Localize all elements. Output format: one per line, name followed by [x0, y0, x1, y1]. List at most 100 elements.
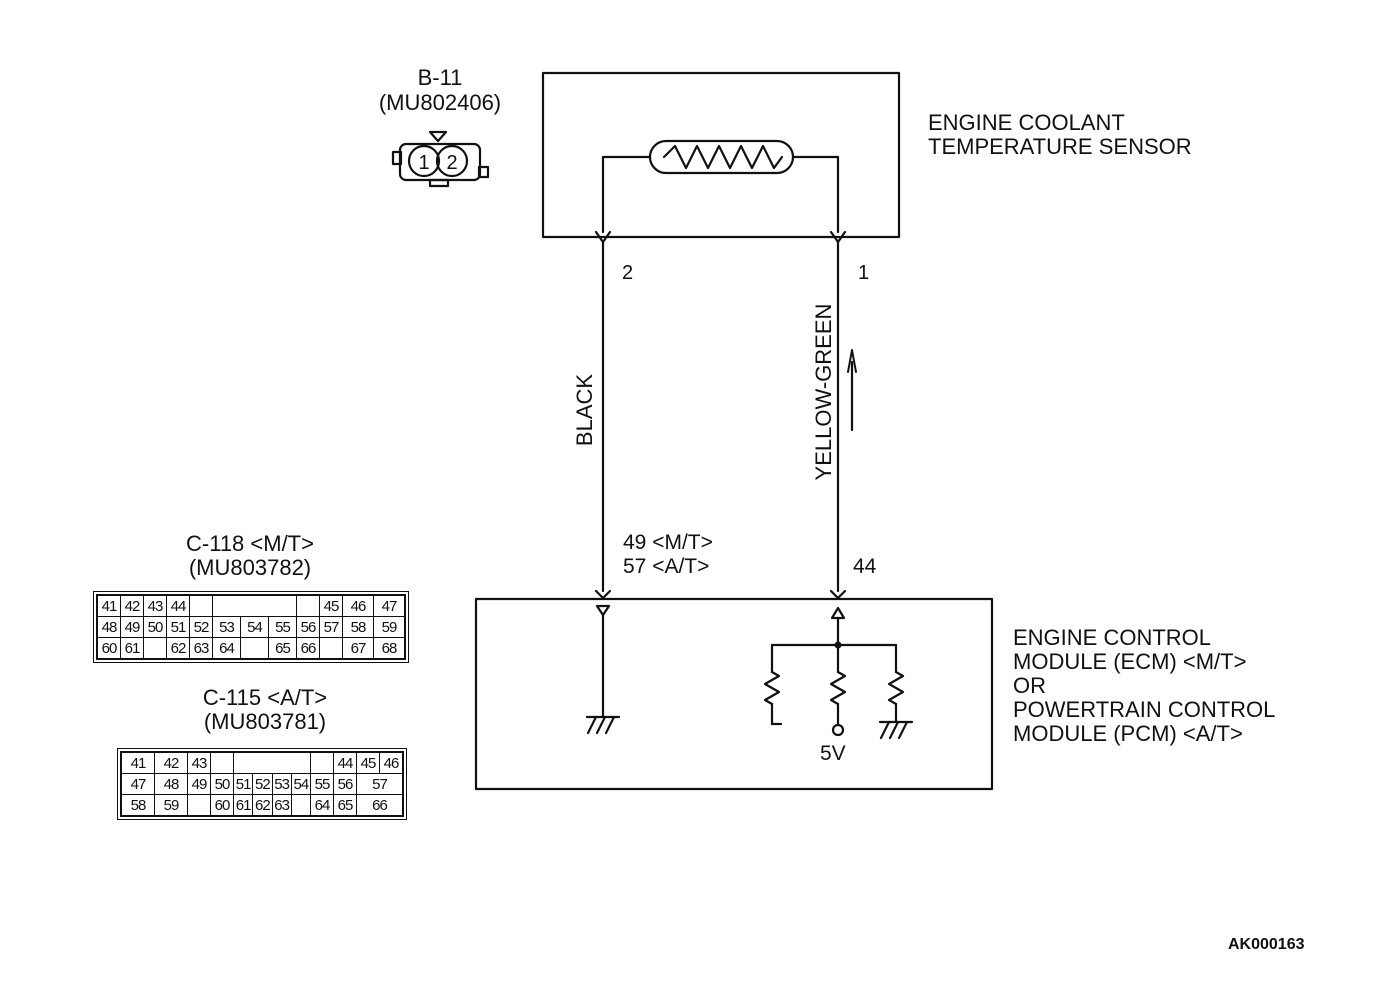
wire-color-black: BLACK: [572, 373, 597, 447]
figure-code: AK000163: [1228, 936, 1305, 953]
c118-cell: 41: [96, 594, 121, 617]
c115-cell: [210, 752, 234, 774]
c118-cell: 45: [319, 594, 343, 617]
ecm-pin-left-mt: 49 <M/T>: [623, 531, 713, 554]
c118-cell: 68: [373, 637, 406, 660]
c118-key: [212, 594, 297, 617]
c118-row: 41 42 43 44 45 46 47: [96, 594, 406, 617]
c118-cell: 66: [296, 637, 320, 660]
c115-cell: 58: [120, 794, 155, 817]
c115-cell: 45: [356, 751, 380, 774]
c118-cell: 54: [240, 616, 269, 638]
ecm-pin-left-at: 57 <A/T>: [623, 555, 710, 578]
thermistor: [648, 139, 795, 175]
c115-connector-face: 41 42 43 44 45 46 47 48 49 50 51 52 53 5…: [117, 748, 407, 820]
b11-part-number: (MU802406): [378, 90, 502, 115]
sensor-terminal-1: 1: [858, 262, 870, 284]
ecm-label-line1: ENGINE CONTROL: [1013, 625, 1212, 650]
sensor-label-line1: ENGINE COOLANT: [928, 110, 1125, 135]
c115-cell: 53: [271, 773, 292, 795]
sensor-terminal-2: 2: [622, 262, 634, 284]
c118-cell: 51: [166, 616, 190, 638]
c118-cell: 56: [296, 616, 320, 638]
c118-cell: 47: [373, 594, 406, 617]
c115-cell: 42: [154, 751, 188, 774]
sensor-box: [541, 71, 901, 239]
c115-cell: 60: [210, 794, 234, 817]
ecm-label-line2: MODULE (ECM) <M/T>: [1013, 649, 1247, 674]
wire-color-yellow-green: YELLOW-GREEN: [811, 303, 836, 481]
c115-cell: [310, 752, 334, 774]
thermistor-zigzag: [662, 144, 784, 170]
ecm-box: [474, 597, 994, 791]
c118-cell: 44: [166, 594, 190, 617]
c115-cell: 48: [154, 773, 188, 795]
c118-cell: 57: [319, 616, 343, 638]
c118-cell: 65: [268, 637, 297, 660]
ecm-pin-right: 44: [853, 555, 877, 578]
c115-cell: 65: [333, 794, 357, 817]
c118-cell: 61: [120, 637, 144, 660]
c118-cell: [189, 595, 213, 617]
c118-cell: [240, 637, 269, 659]
c115-cell: 43: [187, 751, 211, 774]
b11-pin-1: [407, 144, 441, 178]
c118-connector-name: C-118 <M/T>: [186, 531, 314, 556]
c118-cell: 52: [189, 616, 213, 638]
c118-connector-face: 41 42 43 44 45 46 47 48 49 50 51 52 53 5…: [93, 591, 409, 663]
c115-cell: 61: [232, 794, 254, 817]
c118-cell: 53: [212, 616, 241, 638]
ecm-label-line4: POWERTRAIN CONTROL: [1013, 697, 1276, 722]
c115-row: 58 59 60 61 62 63 64 65 66: [120, 794, 404, 817]
sensor-lead-right: [791, 155, 840, 234]
c118-cell: 67: [342, 637, 374, 660]
b11-pin-2: [435, 144, 469, 178]
c115-cell: 49: [187, 773, 211, 795]
c118-cell: 64: [212, 637, 241, 660]
c115-cell: [290, 794, 312, 816]
c115-cell: 47: [120, 773, 155, 795]
c115-cell: 51: [232, 773, 254, 795]
c115-cell: 57: [356, 773, 404, 795]
c115-key: [233, 751, 311, 774]
c118-part-number: (MU803782): [188, 555, 312, 580]
c118-cell: 59: [373, 616, 406, 638]
c118-cell: 42: [120, 594, 144, 617]
c115-cell: 44: [333, 751, 357, 774]
b11-pin-label-1: 1: [418, 152, 429, 174]
c115-cell: 41: [120, 751, 155, 774]
c118-cell: 46: [342, 594, 374, 617]
c118-cell: 48: [96, 616, 121, 638]
c115-part-number: (MU803781): [203, 709, 327, 734]
c115-cell: [187, 794, 211, 816]
b11-connector-name: B-11: [417, 65, 463, 90]
c118-cell: [296, 595, 320, 617]
c118-cell: 55: [268, 616, 297, 638]
c115-cell: 63: [271, 794, 292, 817]
c118-cell: [319, 637, 343, 659]
sensor-lead-left: [601, 155, 652, 234]
c118-cell: 49: [120, 616, 144, 638]
c115-cell: 66: [356, 794, 404, 817]
c118-cell: 43: [143, 594, 167, 617]
c115-cell: 62: [252, 794, 273, 817]
c115-cell: 54: [290, 773, 312, 795]
sensor-label-line2: TEMPERATURE SENSOR: [928, 134, 1192, 159]
c115-cell: 52: [252, 773, 273, 795]
b11-pin-label-2: 2: [446, 152, 457, 174]
c118-cell: [143, 637, 167, 659]
c118-cell: 60: [96, 637, 121, 660]
c118-row: 60 61 62 63 64 65 66 67 68: [96, 637, 406, 660]
c115-cell: 64: [310, 794, 334, 817]
c115-connector-name: C-115 <A/T>: [202, 685, 328, 710]
supply-voltage: 5V: [820, 742, 846, 765]
c115-cell: 59: [154, 794, 188, 817]
c118-cell: 58: [342, 616, 374, 638]
c115-cell: 46: [379, 751, 404, 774]
c115-cell: 56: [333, 773, 357, 795]
ecm-label-line3: OR: [1013, 673, 1046, 698]
ecm-label-line5: MODULE (PCM) <A/T>: [1013, 721, 1243, 746]
c115-cell: 55: [310, 773, 334, 795]
c118-cell: 63: [189, 637, 213, 660]
